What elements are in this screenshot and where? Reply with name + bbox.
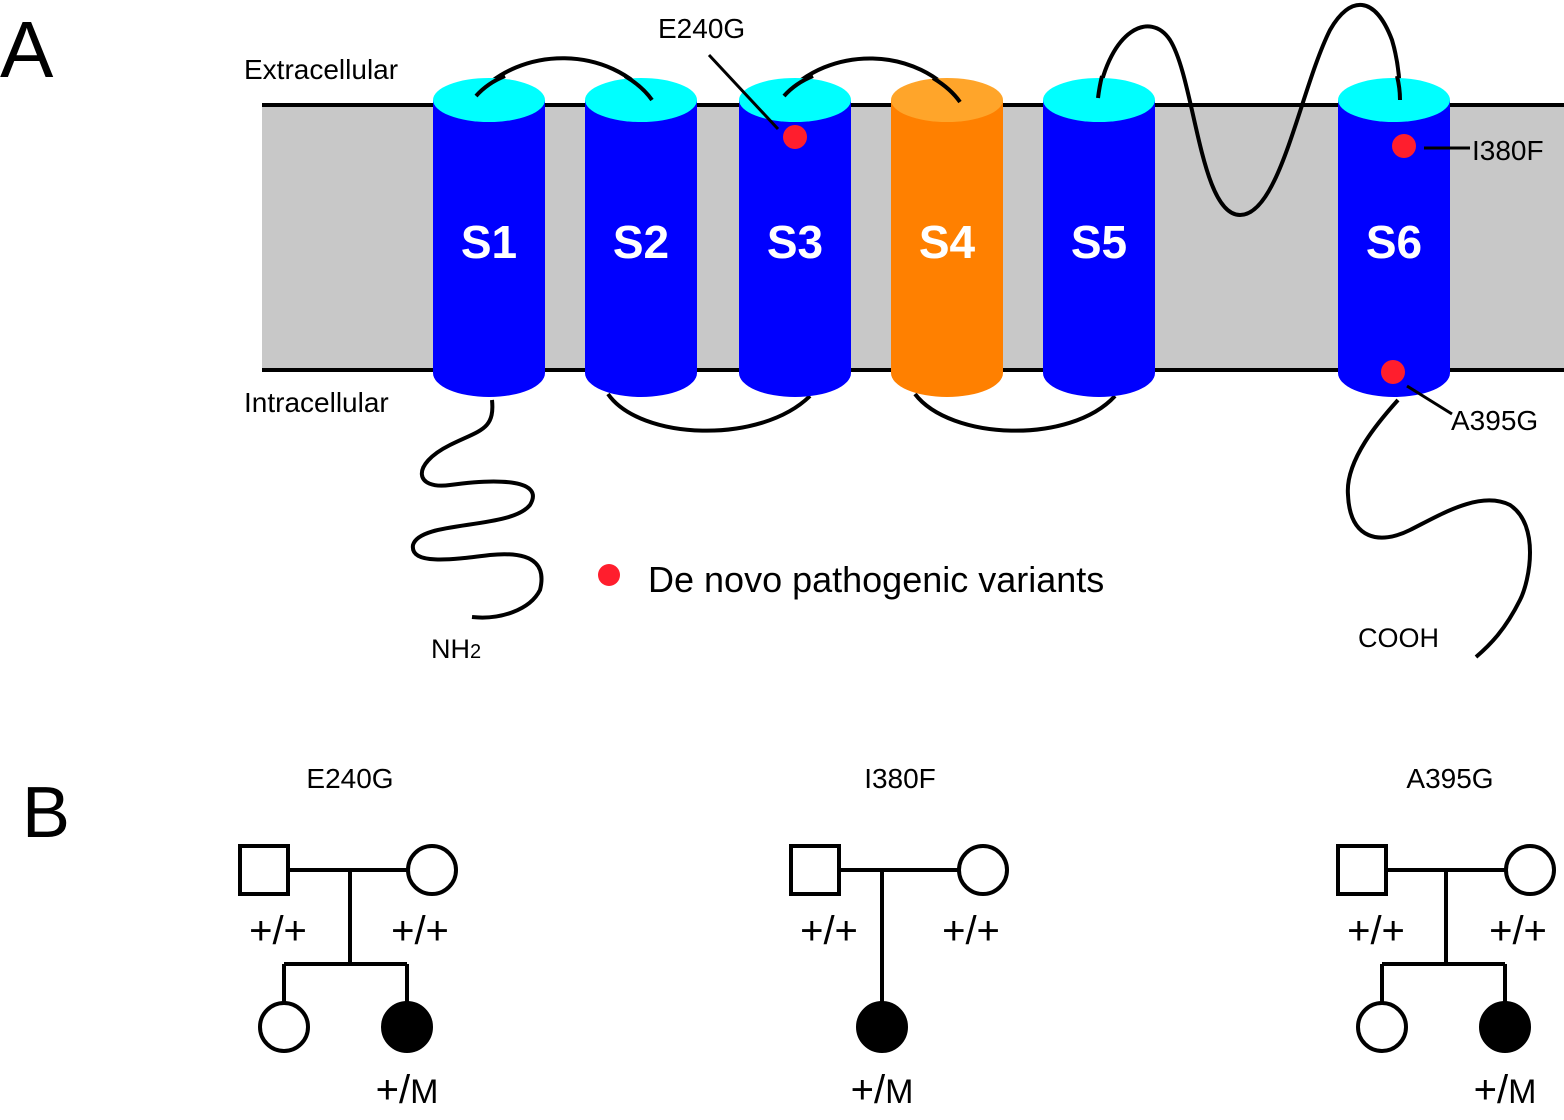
loop-s4-s5 [913,392,1117,433]
proband-genotype: +/M [376,1068,439,1112]
segment-label: S5 [1071,216,1127,268]
variant-dot-i380f[interactable] [1392,134,1416,158]
extracellular-label: Extracellular [244,54,398,85]
variant-dot-e240g[interactable] [783,125,807,149]
variant-label-a395g: A395G [1451,405,1538,436]
pedigrees: E240G +/+ +/+ +/M I380F +/+ +/+ +/M A395G +/+ +/+ +… [238,763,1556,1112]
segment-body [1043,100,1155,397]
segment-cap [1043,78,1155,122]
segment-label: S3 [767,216,823,268]
n-terminus-label: NH2 [431,634,481,664]
mother-genotype: +/+ [942,909,1000,953]
father-symbol[interactable] [238,844,290,896]
segment-cap [739,78,851,122]
segment-cap [585,78,697,122]
loop-s2-s3 [606,392,812,433]
panel-b-label: B [22,773,70,853]
mother-symbol[interactable] [406,844,458,896]
affected-proband-symbol[interactable] [381,1001,433,1053]
segment-s6[interactable]: S6 [1338,78,1450,397]
loop-s5-s6-pore [1096,2,1402,218]
father-symbol[interactable] [1336,844,1388,896]
father-genotype: +/+ [800,909,858,953]
segment-s5[interactable]: S5 [1043,78,1155,397]
father-genotype: +/+ [249,909,307,953]
pedigree-title: E240G [306,763,393,794]
pedigree-title: A395G [1406,763,1493,794]
c-terminal-tail [1345,398,1532,659]
a395g-leader-line [1406,384,1453,416]
father-genotype: +/+ [1347,909,1405,953]
segment-label: S4 [919,216,976,268]
variant-dot-a395g[interactable] [1381,360,1405,384]
legend-variant-dot [598,564,620,586]
proband-genotype: +/M [1474,1068,1537,1112]
pedigree-a395g: A395G +/+ +/+ +/M [1336,763,1556,1112]
mother-symbol[interactable] [957,844,1009,896]
segment-s2[interactable]: S2 [585,78,697,397]
segment-cap [433,78,545,122]
loop-cap-stubs [474,74,1402,104]
panel-a-label: A [0,5,54,94]
pedigree-title: I380F [864,763,936,794]
segment-body [1338,100,1450,397]
variant-label-i380f: I380F [1472,135,1544,166]
mother-symbol[interactable] [1504,844,1556,896]
segment-s1[interactable]: S1 [433,78,545,397]
mother-genotype: +/+ [1489,909,1547,953]
variant-label-e240g: E240G [658,13,745,44]
transmembrane-segments: S1 S2 S3 S4 S5 S6 [433,74,1450,397]
segment-label: S2 [613,216,669,268]
father-symbol[interactable] [789,844,841,896]
unaffected-sibling-symbol[interactable] [258,1001,310,1053]
segment-cap [1338,78,1450,122]
e240g-leader-line [707,53,780,131]
c-terminus-label: COOH [1358,623,1439,653]
proband-genotype: +/M [851,1068,914,1112]
n-terminal-tail [410,399,544,620]
segment-body [739,100,851,397]
segment-cap [891,78,1003,122]
segment-body [585,100,697,397]
unaffected-sibling-symbol[interactable] [1356,1001,1408,1053]
pedigree-i380f: I380F +/+ +/+ +/M [789,763,1009,1112]
segment-s3[interactable]: S3 [739,78,851,397]
legend-label: De novo pathogenic variants [648,559,1104,600]
segment-label: S6 [1366,216,1422,268]
segment-body [891,100,1003,397]
segment-label: S1 [461,216,517,268]
segment-body [433,100,545,397]
pedigree-e240g: E240G +/+ +/+ +/M [238,763,458,1112]
mother-genotype: +/+ [391,909,449,953]
segment-s4[interactable]: S4 [891,78,1003,397]
affected-proband-symbol[interactable] [856,1001,908,1053]
affected-proband-symbol[interactable] [1479,1001,1531,1053]
intracellular-label: Intracellular [244,387,389,418]
